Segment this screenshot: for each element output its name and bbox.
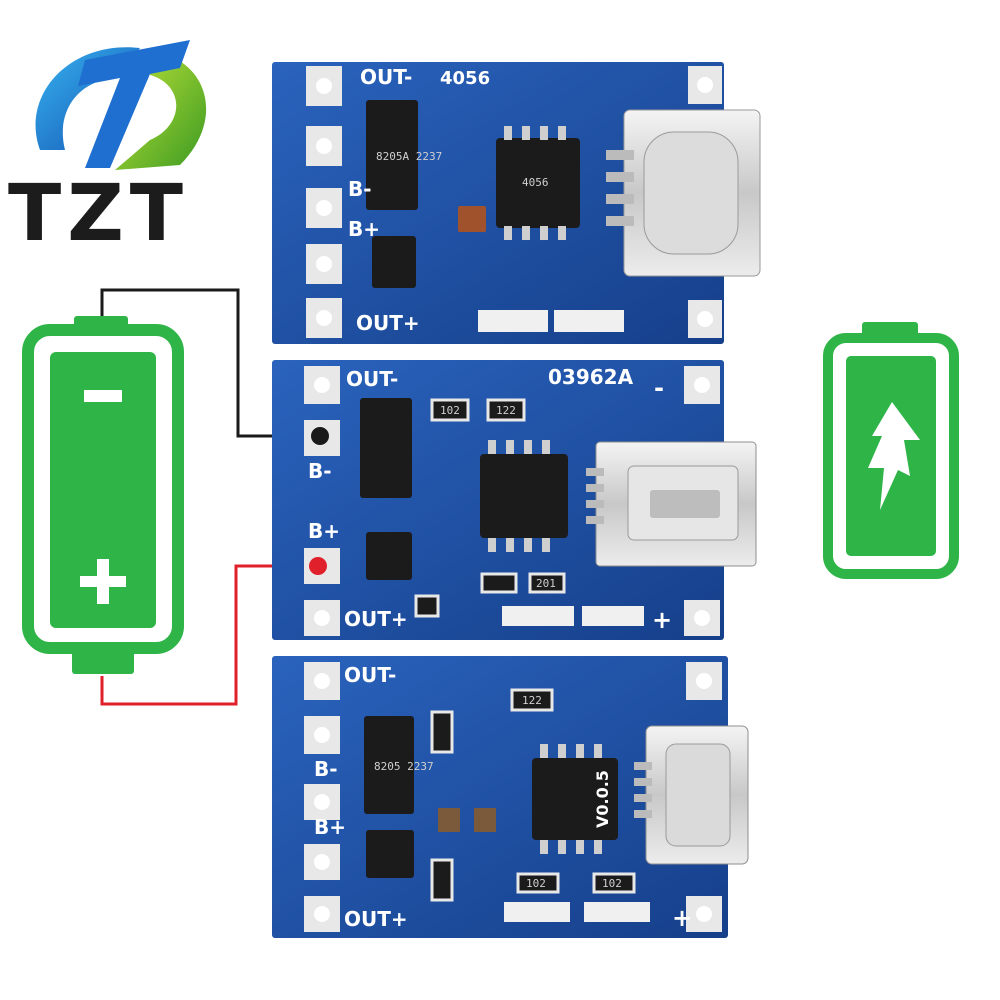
battery-right: [823, 322, 959, 579]
mini-usb-connector: [586, 441, 757, 567]
pads-left-1: [306, 66, 342, 338]
label-model-1: 4056: [440, 68, 490, 89]
board-mini-usb: OUT- B- B+ OUT+ 03962A + - 102 122 201: [272, 360, 757, 640]
chip-mark-micro-122: 122: [522, 694, 542, 707]
pads-right-3: [686, 662, 722, 932]
battery-minus-sign: [84, 390, 122, 402]
led2-type-c: [478, 310, 548, 332]
chip-mark-201: 201: [536, 577, 556, 590]
charging-bolt-icon: [868, 402, 920, 510]
chip-mark-8205a: 8205A 2237: [376, 150, 442, 163]
logo-t-shape: [78, 40, 190, 168]
label-out-minus-2: OUT-: [346, 367, 398, 391]
usb-c-connector: [606, 109, 761, 277]
chip-u1-mini: [360, 398, 412, 498]
resistor-102-a: [430, 398, 470, 422]
resistor-micro-r5: [430, 710, 454, 754]
label-out-plus-3: OUT+: [344, 907, 408, 931]
battery-left-bottom-cap: [72, 648, 134, 674]
pads-right-2: [684, 366, 720, 636]
wiring: [100, 288, 318, 706]
board-type-c: OUT- B- B+ OUT+ 4056 8205A 2237 4056: [272, 62, 761, 344]
chip-u3-micro: [366, 830, 414, 878]
resistor-micro-r2: [592, 872, 636, 894]
label-plus-3: +: [672, 904, 692, 932]
resistor-122: [486, 398, 526, 422]
chip-4056-mini-pins: [488, 440, 550, 552]
pads-right-1: [688, 66, 722, 338]
chip-mark-micro-102-b: 102: [602, 877, 622, 890]
chip-u2-mini: [366, 532, 412, 580]
black-wire: [100, 288, 318, 438]
led1-mini: [582, 606, 644, 626]
led1-type-c: [554, 310, 624, 332]
capacitor-micro-b: [474, 808, 496, 832]
chip-mark-micro-102-a: 102: [526, 877, 546, 890]
chip-8205-micro: [364, 716, 414, 814]
label-out-minus-1: OUT-: [360, 65, 412, 89]
chip-mark-4056: 4056: [522, 176, 549, 189]
chip-4056-micro: [532, 758, 618, 840]
micro-usb-connector: [634, 725, 749, 865]
battery-plus-sign-v: [97, 559, 109, 604]
pads-left-2: [304, 366, 340, 636]
chip-8205a: [366, 100, 418, 210]
red-wire: [100, 564, 318, 706]
resistor-201: [528, 572, 566, 594]
label-out-minus-3: OUT-: [344, 663, 396, 687]
label-model-2: 03962A: [548, 365, 634, 389]
capacitor-c1: [458, 206, 486, 232]
brand-name: TZT: [8, 169, 189, 259]
label-out-plus-1: OUT+: [356, 311, 420, 335]
pads-left-3: [304, 662, 340, 932]
logo-swoosh-green: [115, 50, 207, 170]
led1-micro: [584, 902, 650, 922]
label-version-3: V0.0.5: [593, 770, 612, 828]
label-b-minus-1: B-: [348, 177, 372, 201]
resistor-micro-r4: [430, 858, 454, 902]
chip-4056: [496, 138, 580, 228]
label-plus-2: +: [652, 606, 672, 634]
battery-right-body: [823, 333, 959, 579]
chip-mark-122: 122: [496, 404, 516, 417]
label-b-minus-3: B-: [314, 757, 338, 781]
chip-4056-micro-pins: [540, 744, 602, 854]
resistor-mini-r1: [480, 572, 518, 594]
resistor-micro-122: [510, 688, 554, 712]
battery-left: [22, 316, 184, 674]
capacitor-micro-a: [438, 808, 460, 832]
chip-4056-pins: [504, 126, 566, 240]
resistor-micro-r1: [516, 872, 560, 894]
resistor-102-b: [414, 594, 440, 618]
label-out-plus-2: OUT+: [344, 607, 408, 631]
battery-left-fill: [50, 352, 156, 628]
led2-mini: [502, 606, 574, 626]
led2-micro: [504, 902, 570, 922]
chip-4056-mini: [480, 454, 568, 538]
board-micro-usb: OUT- B- B+ OUT+ + V0.0.5 8205 2237 122 1…: [272, 656, 749, 938]
brand-logo: TZT: [8, 40, 207, 259]
chip-mark-102-a: 102: [440, 404, 460, 417]
label-minus-2: -: [654, 374, 664, 402]
chip-mark-8205: 8205 2237: [374, 760, 434, 773]
label-b-plus-2: B+: [308, 519, 340, 543]
label-b-plus-3: B+: [314, 815, 346, 839]
label-b-plus-1: B+: [348, 217, 380, 241]
chip-u2-type-c: [372, 236, 416, 288]
label-b-minus-2: B-: [308, 459, 332, 483]
